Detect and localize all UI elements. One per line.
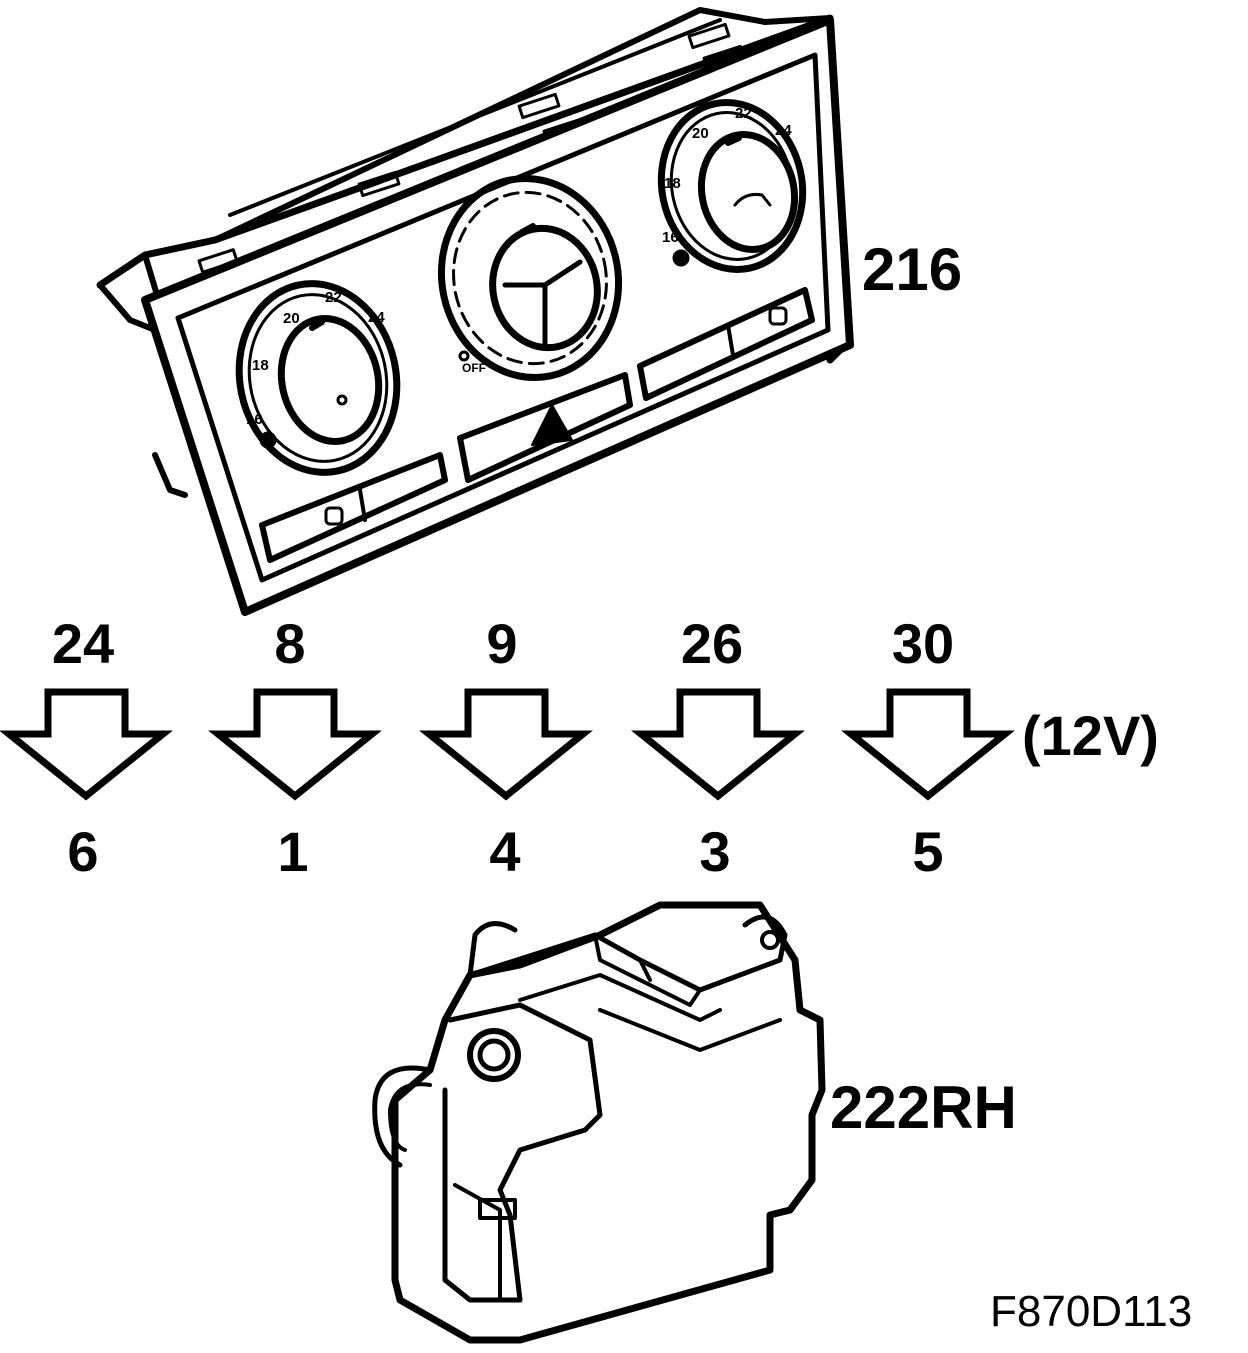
pin-to-1: 6 <box>67 820 99 883</box>
right-dial-16: 16 <box>662 229 679 246</box>
pin-to-3: 4 <box>489 820 521 883</box>
arrow-pin-30 <box>841 688 1015 801</box>
climate-control-panel <box>96 7 854 616</box>
pin-to-2: 1 <box>277 820 309 883</box>
pin-from-4: 26 <box>680 612 744 675</box>
figure-reference: F870D113 <box>990 1287 1193 1336</box>
left-dial-16: 16 <box>246 411 263 428</box>
right-dial-18: 18 <box>664 175 681 192</box>
control-panel-label: 216 <box>862 236 963 303</box>
right-dial-20: 20 <box>692 125 709 142</box>
right-dial-22: 22 <box>735 105 752 122</box>
pin-to-4: 3 <box>699 820 731 883</box>
pin-from-3: 9 <box>486 612 518 675</box>
left-dial-24: 24 <box>368 309 385 326</box>
actuator-motor <box>372 901 826 1344</box>
actuator-label: 222RH <box>830 1074 1017 1141</box>
pin-from-5: 30 <box>891 612 955 675</box>
fan-dial-off: OFF <box>462 361 486 375</box>
pin-from-2: 8 <box>274 612 306 675</box>
arrow-pin-9 <box>419 688 593 801</box>
left-dial-18: 18 <box>252 357 269 374</box>
arrow-pin-26 <box>631 688 805 801</box>
left-dial-20: 20 <box>283 310 300 327</box>
pin-to-5: 5 <box>912 820 944 883</box>
arrow-pin-8 <box>208 688 382 801</box>
arrow-pin-24 <box>0 688 173 801</box>
arrow-row <box>0 688 1015 801</box>
right-dial-24: 24 <box>775 122 792 139</box>
pin-from-1: 24 <box>51 612 115 675</box>
supply-voltage-note: (12V) <box>1022 704 1159 767</box>
left-dial-22: 22 <box>325 289 342 306</box>
